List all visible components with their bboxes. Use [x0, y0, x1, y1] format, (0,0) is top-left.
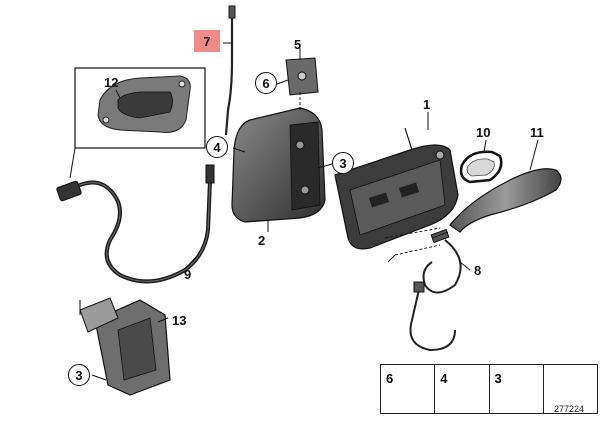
callout-3-lower: 3: [68, 364, 90, 386]
assembly-lines: [299, 92, 449, 263]
legend-number: 6: [386, 371, 394, 386]
callout-10: 10: [476, 125, 491, 140]
callout-5: 5: [294, 37, 302, 52]
inset-box-part-12: [69, 67, 206, 179]
callout-12: 12: [104, 75, 119, 90]
rod-part-7: [224, 5, 236, 136]
callout-6: 6: [255, 72, 277, 94]
callout-7-highlighted: 7: [194, 30, 220, 52]
callout-1: 1: [423, 97, 431, 112]
callout-3-upper: 3: [332, 152, 354, 174]
callout-2: 2: [258, 233, 266, 248]
callout-4: 4: [206, 136, 228, 158]
reference-code: 277224: [554, 404, 585, 414]
bowden-cable-part-9: [56, 164, 215, 284]
striker-part-5: [285, 48, 319, 96]
legend-cell-4: 4: [435, 365, 490, 413]
legend-cell-6: 6: [381, 365, 436, 413]
cable-part-8: [409, 228, 462, 352]
callout-13: 13: [172, 313, 187, 328]
bracket-part-13: [79, 297, 171, 396]
callout-8: 8: [474, 263, 482, 278]
callout-9: 9: [184, 267, 192, 282]
fastener-legend: 6 4 3: [380, 364, 598, 414]
handle-carrier-part-1: [334, 127, 459, 250]
legend-number: 3: [494, 371, 502, 386]
leader-lines: [91, 42, 539, 381]
lock-housing-part-2: [231, 107, 326, 223]
callout-11: 11: [530, 125, 544, 140]
gasket-part-10: [459, 150, 503, 184]
outer-handle-part-11: [449, 168, 562, 233]
legend-number: 4: [440, 371, 448, 386]
legend-cell-3: 3: [490, 365, 544, 413]
